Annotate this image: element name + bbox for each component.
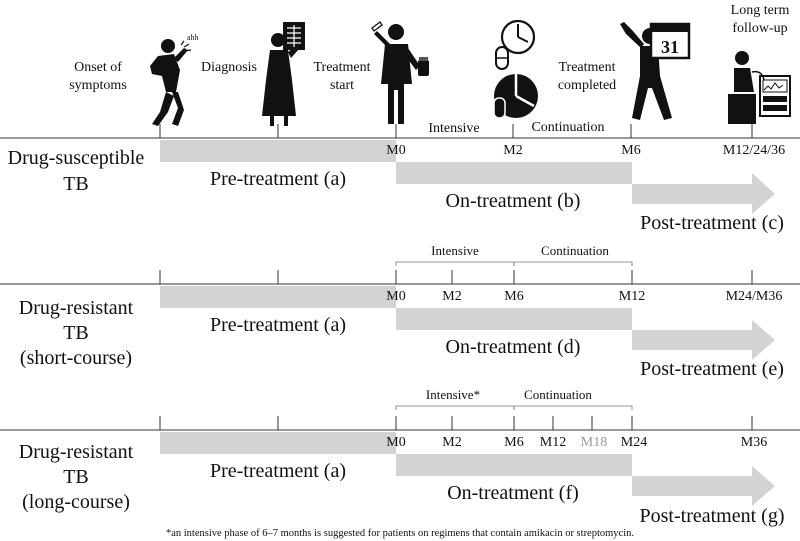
post-treatment-label: Post-treatment (e): [640, 358, 784, 380]
continuation-phase-label: Continuation: [524, 387, 592, 402]
tick-label: M24/M36: [726, 289, 783, 304]
tick-label: M12/24/36: [723, 143, 785, 158]
post-treatment-arrow: [632, 466, 775, 506]
pre-treatment-label: Pre-treatment (a): [210, 460, 346, 482]
post-treatment-label: Post-treatment (g): [640, 505, 785, 527]
continuation-label: Continuation: [531, 120, 604, 135]
tick-label: M36: [741, 435, 767, 450]
tick-label: M6: [621, 143, 640, 158]
row-drug-resistant-short: Intensive Continuation Drug-resistant TB…: [0, 243, 800, 380]
tick-label: M2: [503, 143, 522, 158]
row-title-line1: Drug-resistant: [19, 297, 134, 319]
tick-label: M2: [442, 289, 461, 304]
clock-pills-icon: [493, 19, 538, 119]
post-treatment-arrow: [632, 320, 775, 360]
intensive-phase-label: Intensive*: [426, 387, 480, 402]
person-medication-icon: [371, 21, 429, 124]
coughing-person-icon: [150, 39, 192, 126]
pre-treatment-label: Pre-treatment (a): [210, 168, 346, 190]
row-title-line3: (long-course): [22, 491, 130, 513]
row-title-line2: TB: [63, 466, 89, 488]
row-drug-resistant-long: Intensive* Continuation Drug-resistant T…: [0, 387, 800, 527]
spirometry-person-icon: [728, 51, 791, 124]
cough-sound-text: ahh: [187, 33, 199, 42]
tick-label: M12: [540, 435, 566, 450]
on-treatment-label: On-treatment (f): [447, 482, 579, 504]
onset-label-line1: Onset of: [74, 60, 122, 75]
long-term-label-line2: follow-up: [732, 21, 787, 36]
row-title-line2: TB: [63, 322, 89, 344]
row-drug-susceptible: Drug-susceptible TB M0 M2 M6 M12/24/36 P…: [0, 124, 800, 234]
tick-label: M6: [504, 289, 523, 304]
tick-label: M0: [386, 289, 405, 304]
calendar-day: 31: [661, 37, 679, 57]
tick-label-faded: M18: [581, 435, 607, 450]
continuation-phase-label: Continuation: [541, 243, 609, 258]
tick-label: M0: [386, 435, 405, 450]
intensive-phase-label: Intensive: [431, 243, 479, 258]
row-title-line1: Drug-susceptible: [8, 147, 145, 169]
tick-label: M24: [621, 435, 647, 450]
treatment-start-label-line2: start: [330, 78, 354, 93]
treatment-completed-label-line1: Treatment: [558, 60, 615, 75]
tick-label: M0: [386, 143, 405, 158]
footnote: *an intensive phase of 6–7 months is sug…: [166, 528, 634, 539]
post-treatment-label: Post-treatment (c): [640, 212, 784, 234]
row-title-line1: Drug-resistant: [19, 441, 134, 463]
treatment-completed-label-line2: completed: [558, 78, 616, 93]
long-term-label-line1: Long term: [731, 3, 790, 18]
calendar-icon: 31: [649, 22, 691, 60]
tick-label: M6: [504, 435, 523, 450]
tick-label: M12: [619, 289, 645, 304]
row-title-line3: (short-course): [20, 347, 132, 369]
onset-label-line2: symptoms: [69, 78, 127, 93]
pre-treatment-label: Pre-treatment (a): [210, 314, 346, 336]
doctor-xray-icon: [262, 22, 305, 126]
treatment-start-label-line1: Treatment: [313, 60, 370, 75]
tick-label: M2: [442, 435, 461, 450]
intensive-label: Intensive: [428, 121, 479, 136]
on-treatment-label: On-treatment (b): [446, 190, 581, 212]
post-treatment-arrow: [632, 173, 775, 214]
on-treatment-label: On-treatment (d): [446, 336, 581, 358]
diagnosis-label: Diagnosis: [201, 60, 257, 75]
row-title-line2: TB: [63, 173, 89, 195]
